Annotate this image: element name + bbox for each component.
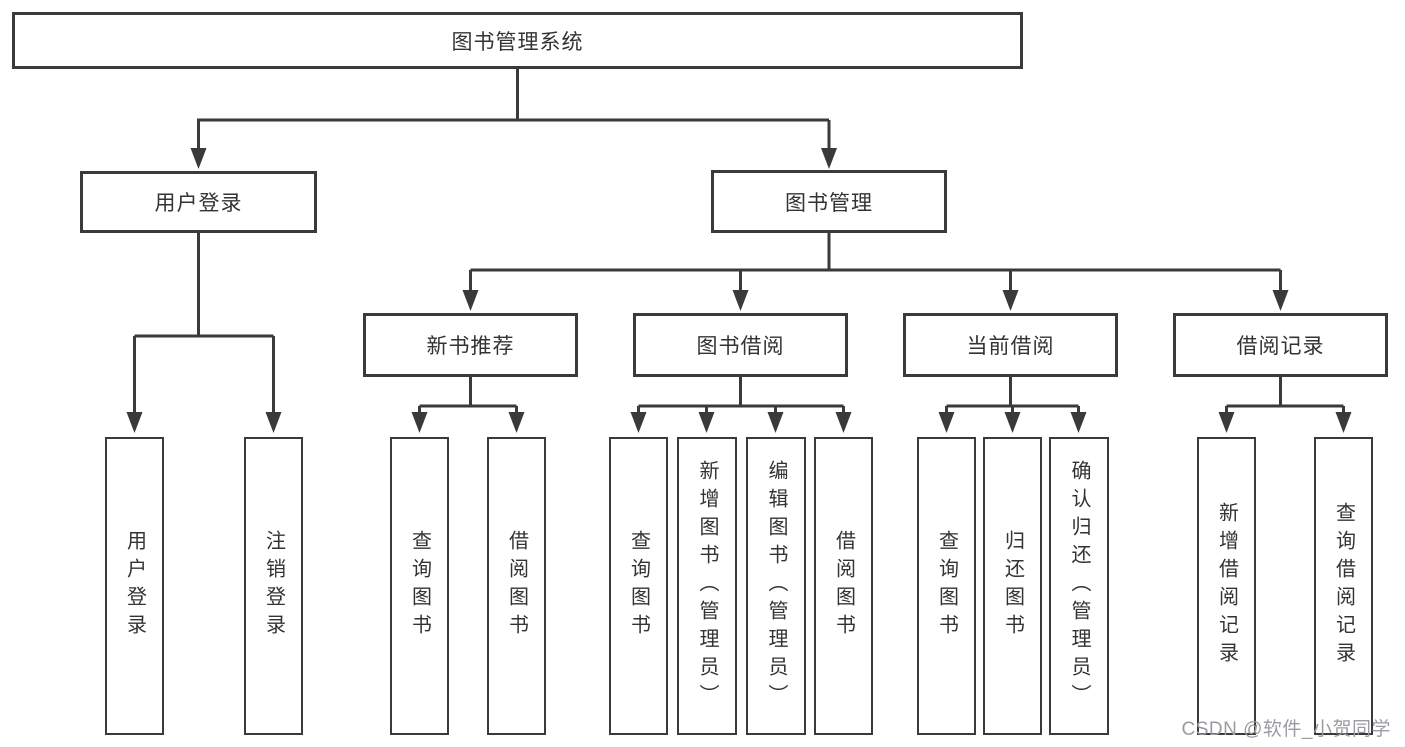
node-leaf-borrow-book-1: 借阅图书 — [487, 437, 546, 735]
node-library-management-system: 图书管理系统 — [12, 12, 1023, 69]
node-leaf-query-book-1: 查询图书 — [390, 437, 449, 735]
node-label: 归还图书 — [1001, 530, 1024, 642]
csdn-watermark: CSDN @软件_小贺同学 — [1181, 719, 1391, 740]
node-leaf-query-book-2: 查询图书 — [609, 437, 668, 735]
node-new-book-recommend: 新书推荐 — [363, 313, 578, 377]
node-label: 新增图书（管理员） — [696, 460, 718, 712]
node-label: 用户登录 — [123, 530, 146, 642]
node-leaf-add-book-admin: 新增图书（管理员） — [677, 437, 737, 735]
node-label: 新增借阅记录 — [1215, 502, 1238, 670]
node-leaf-add-borrow-record: 新增借阅记录 — [1197, 437, 1256, 735]
node-leaf-logout: 注销登录 — [244, 437, 303, 735]
node-leaf-query-book-3: 查询图书 — [917, 437, 976, 735]
node-label: 编辑图书（管理员） — [765, 460, 787, 712]
node-label: 确认归还（管理员） — [1068, 460, 1090, 712]
node-label: 图书管理 — [785, 191, 873, 215]
node-label: 图书借阅 — [696, 335, 785, 358]
node-label: 借阅记录 — [1236, 335, 1325, 358]
node-label: 新书推荐 — [426, 335, 515, 358]
node-leaf-user-login: 用户登录 — [105, 437, 164, 735]
node-label: 借阅图书 — [505, 530, 528, 642]
node-leaf-edit-book-admin: 编辑图书（管理员） — [746, 437, 806, 735]
node-book-borrow: 图书借阅 — [633, 313, 848, 377]
node-label: 图书管理系统 — [451, 30, 584, 54]
node-leaf-confirm-return-admin: 确认归还（管理员） — [1049, 437, 1109, 735]
arrowhead-icons — [126, 148, 1352, 433]
node-label: 当前借阅 — [966, 335, 1055, 358]
node-label: 注销登录 — [262, 530, 285, 642]
node-current-borrow: 当前借阅 — [903, 313, 1118, 377]
node-leaf-query-borrow-record: 查询借阅记录 — [1314, 437, 1373, 735]
node-label: 查询图书 — [408, 530, 431, 642]
node-borrow-records: 借阅记录 — [1173, 313, 1388, 377]
node-label: 查询图书 — [935, 530, 958, 642]
node-book-management: 图书管理 — [711, 170, 947, 233]
node-label: 用户登录 — [154, 192, 243, 215]
node-label: 查询图书 — [627, 530, 650, 642]
node-label: 借阅图书 — [832, 530, 855, 642]
node-label: 查询借阅记录 — [1332, 502, 1355, 670]
node-user-login: 用户登录 — [80, 171, 317, 233]
node-leaf-borrow-book-2: 借阅图书 — [814, 437, 873, 735]
node-leaf-return-book: 归还图书 — [983, 437, 1042, 735]
